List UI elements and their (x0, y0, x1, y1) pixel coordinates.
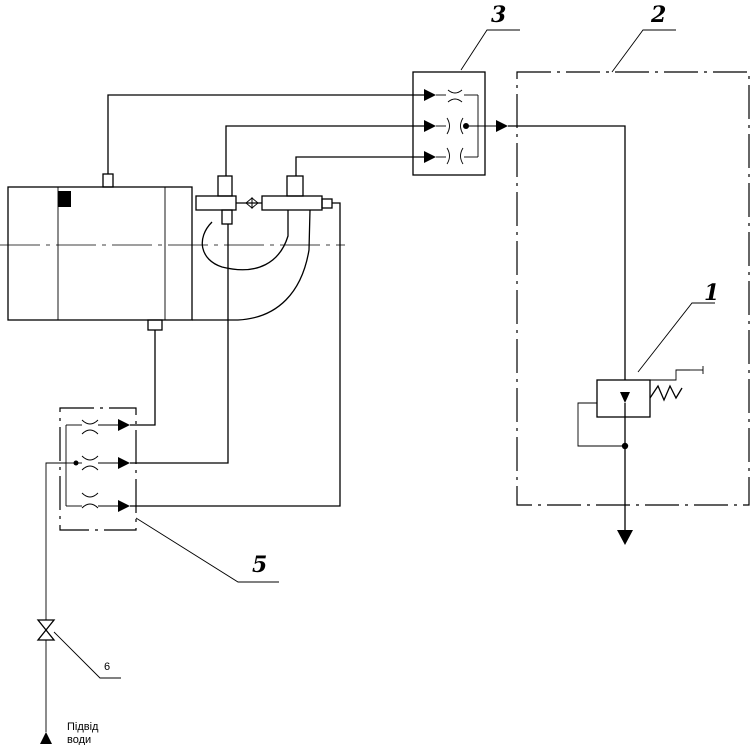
pressure-lines (107, 94, 424, 176)
water-supply-label-line2: води (67, 734, 91, 745)
return-lines (130, 202, 341, 507)
callout-5: 5 (252, 552, 267, 578)
control-enclosure-2 (516, 71, 750, 506)
water-supply-label-line1: Підвід (67, 721, 99, 733)
drain-arrow (617, 530, 633, 545)
callout-6: 6 (104, 661, 110, 673)
main-unit (0, 173, 345, 331)
shutoff-valve-6 (36, 619, 56, 632)
distribution-block-5 (59, 407, 137, 531)
callout-1: 1 (704, 280, 719, 306)
distribution-block-3 (412, 71, 508, 176)
indicator-block (58, 191, 71, 207)
water-supply-line (36, 462, 66, 744)
leader-lines (53, 29, 715, 679)
pipe-assembly (192, 175, 333, 321)
callout-2: 2 (650, 2, 666, 28)
water-inlet-arrow (40, 732, 52, 744)
callout-3: 3 (491, 2, 506, 28)
pressure-valve-1 (508, 125, 704, 545)
